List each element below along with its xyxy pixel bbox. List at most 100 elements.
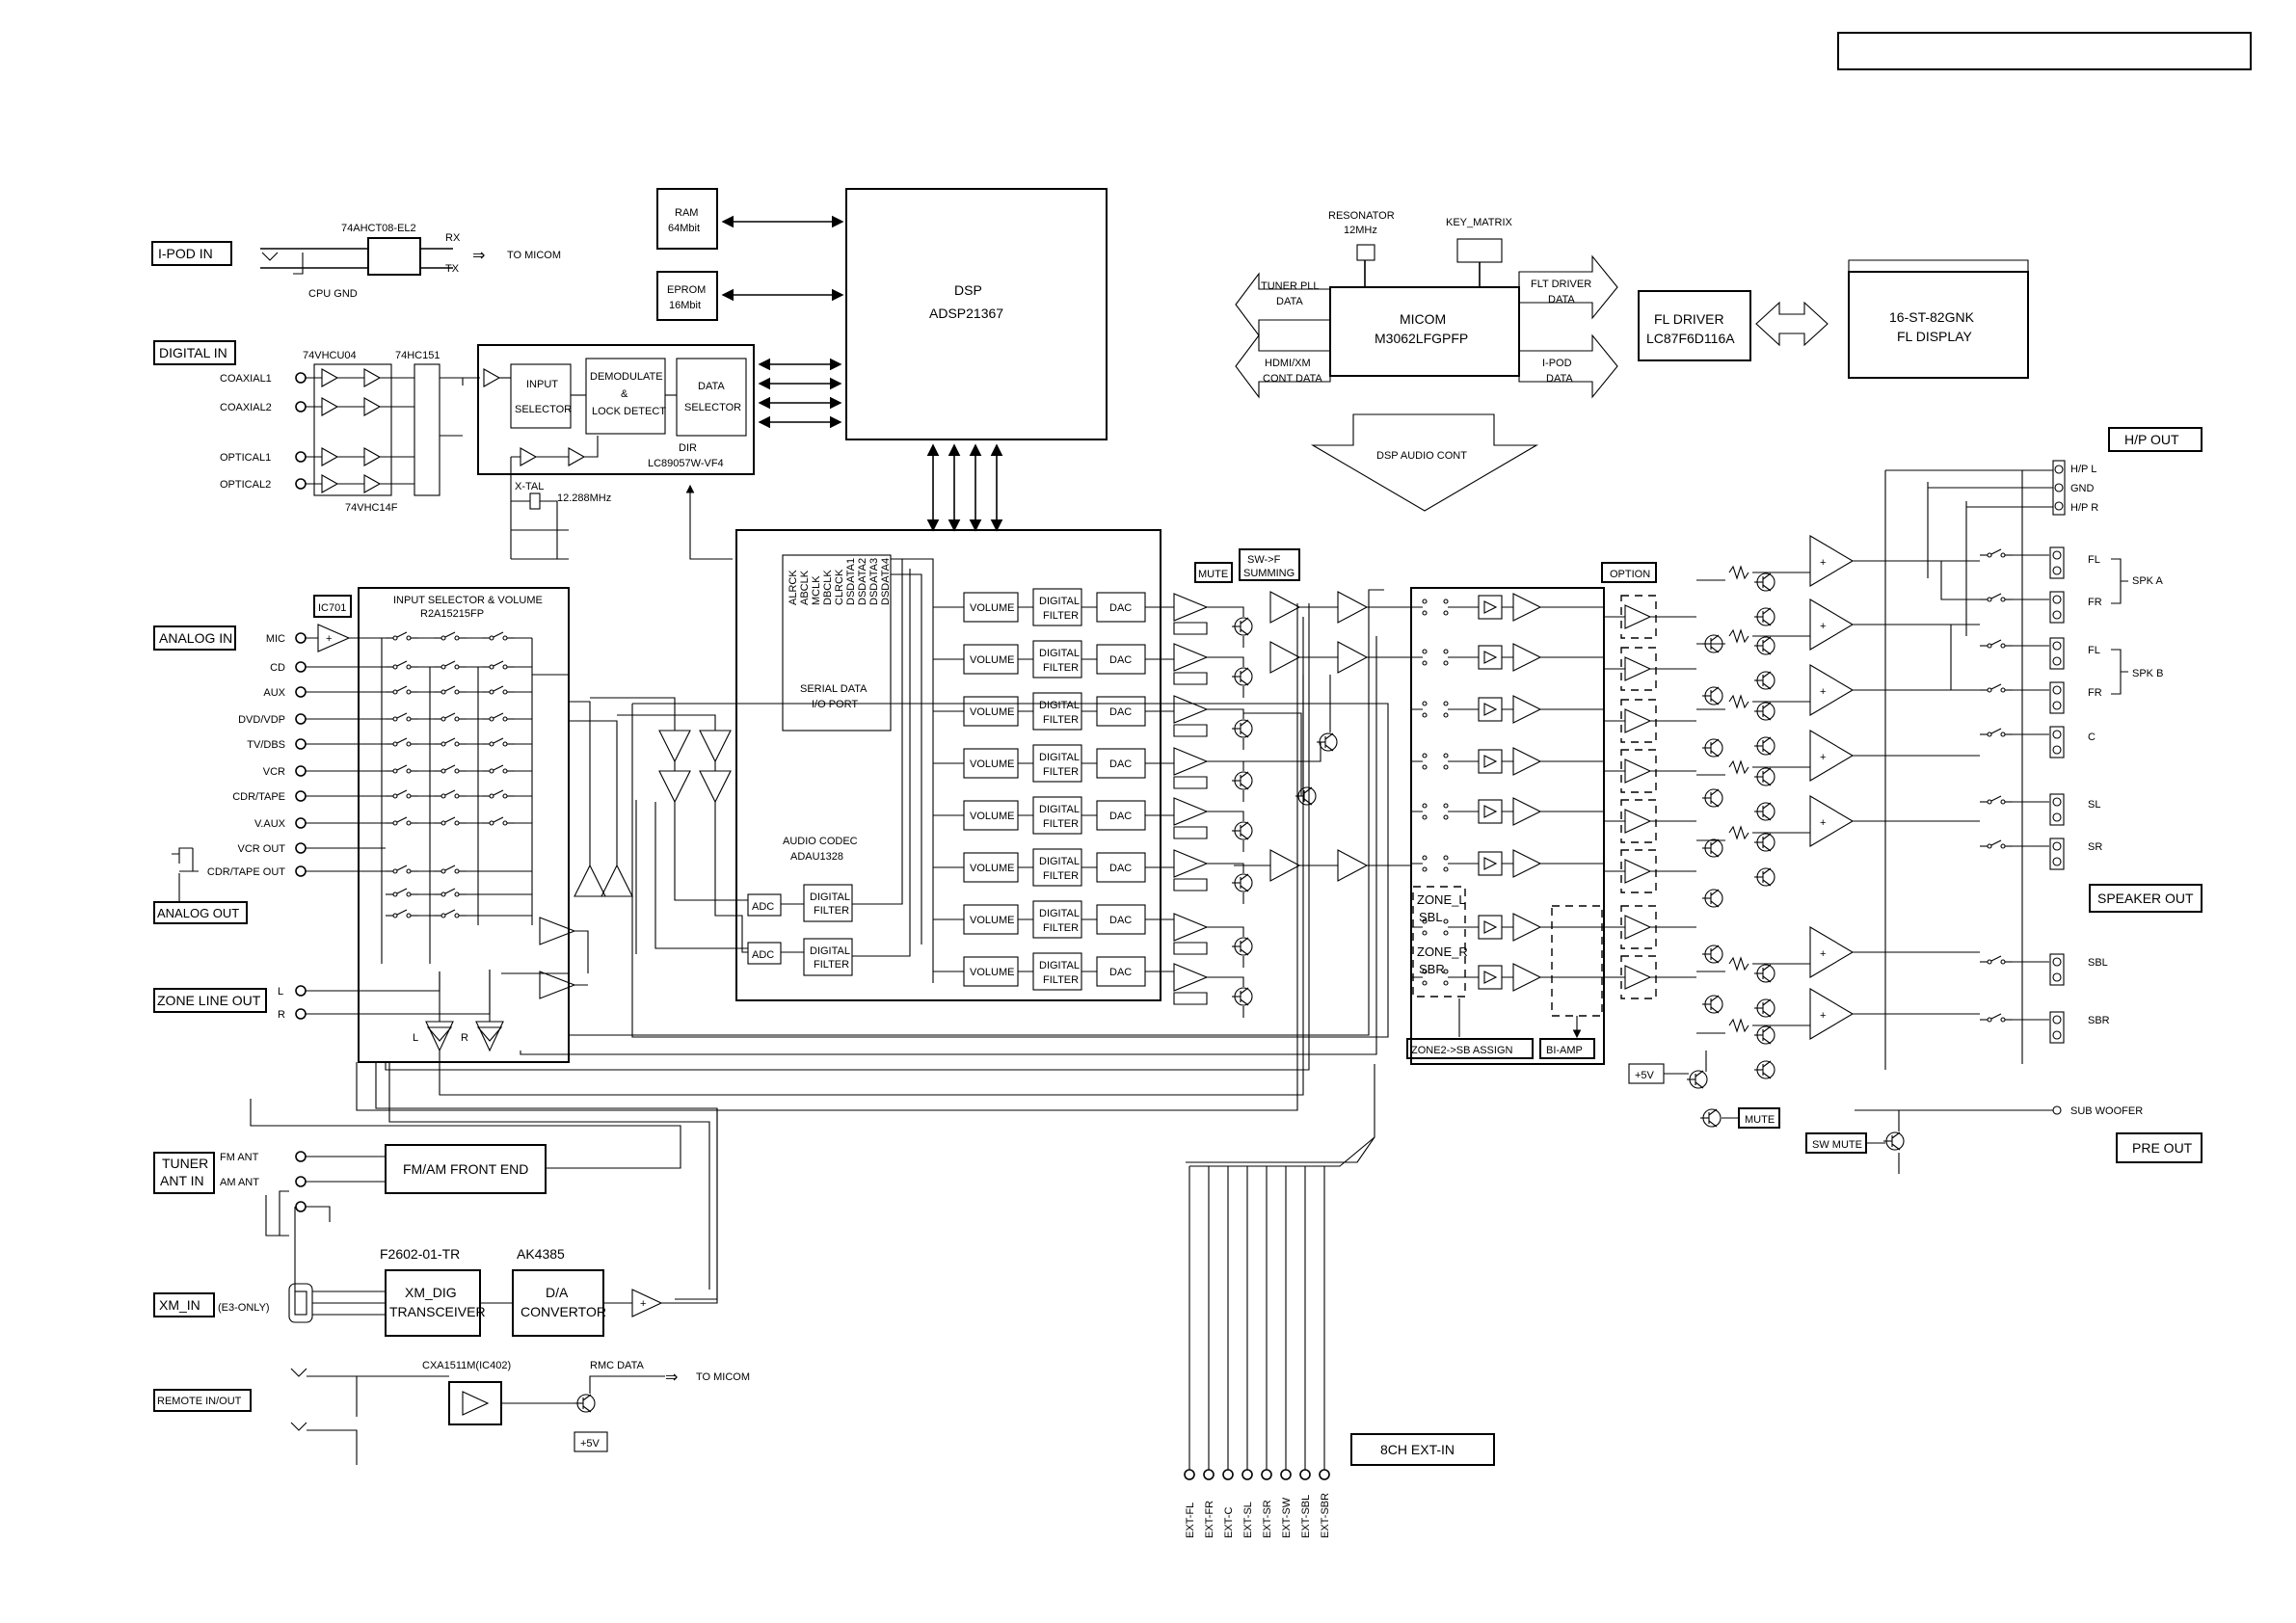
- adc-1: [747, 893, 782, 917]
- tuner-label-l2: ANT IN: [160, 1173, 204, 1188]
- zone2-sb-assign-box: [1406, 1038, 1534, 1059]
- xm-e3-only: (E3-ONLY): [218, 1302, 270, 1314]
- analog-input-jack-icon: [295, 661, 307, 673]
- analog-input-jack-icon: [295, 842, 307, 854]
- volume-label-4: VOLUME: [970, 811, 1014, 822]
- dsp-audio-cont-arrow: [1310, 413, 1539, 512]
- ipod-data-l1: I-POD: [1542, 358, 1572, 369]
- option-amp-6: [1624, 915, 1652, 940]
- input-selector-volume-chip: [358, 587, 570, 1063]
- tuner-pll-arrow: [1235, 272, 1331, 337]
- mute-label-box: [1194, 562, 1233, 583]
- ext-in-jack-icon: [1299, 1469, 1311, 1480]
- swf-l1: SW->F: [1247, 554, 1281, 566]
- zone-r-label: R: [278, 1009, 285, 1021]
- out-mute-box: [1738, 1107, 1780, 1129]
- df-label1-6: DIGITAL: [1039, 908, 1080, 919]
- option-amp-5: [1624, 859, 1652, 884]
- digital-in-section: DIGITAL IN 74VHCU04 74HC151 COAXIAL1 COA…: [153, 340, 755, 560]
- fr-a-label: FR: [2088, 597, 2102, 608]
- micom-chip: [1329, 286, 1520, 377]
- df-label2-2: FILTER: [1043, 714, 1079, 726]
- demodulate-block: [585, 358, 666, 435]
- ram-size: 64Mbit: [668, 223, 700, 234]
- dir-model: LC89057W-VF4: [648, 458, 724, 469]
- analog-input-label-2: AUX: [263, 687, 285, 699]
- tuner-label-box: [153, 1152, 215, 1194]
- ext-in-jack-icon: [1184, 1469, 1195, 1480]
- amp-r-label: R: [461, 1032, 468, 1044]
- fl-driver-label: FL DRIVER: [1654, 311, 1724, 327]
- ram-label: RAM: [675, 207, 698, 219]
- sig-mclk: MCLK: [811, 575, 822, 605]
- demod-l3: LOCK DETECT: [592, 406, 666, 417]
- dsp-chip: [845, 188, 1108, 440]
- ext-in-label-3: EXT-SL: [1242, 1502, 1254, 1538]
- coax2-label: COAXIAL2: [220, 402, 272, 413]
- sr-label: SR: [2088, 841, 2102, 853]
- rmc-data-label: RMC DATA: [590, 1360, 644, 1371]
- flt-driver-arrow: [1518, 254, 1618, 320]
- dac-label-7: DAC: [1109, 967, 1132, 978]
- df-label2-0: FILTER: [1043, 610, 1079, 622]
- swf-l2: SUMMING: [1243, 568, 1295, 579]
- fl-section: FL DRIVER LC87F6D116A 16-ST-82GNK FL DIS…: [1638, 259, 2029, 379]
- sig-dsdata1: DSDATA1: [845, 558, 857, 605]
- ext-in-label-0: EXT-FL: [1185, 1503, 1196, 1538]
- df-label1-5: DIGITAL: [1039, 856, 1080, 867]
- ext-in-label-1: EXT-FR: [1204, 1501, 1215, 1538]
- dac-label-6: DAC: [1109, 915, 1132, 926]
- analog-input-label-5: VCR: [263, 766, 285, 778]
- ext-in-label-box: [1350, 1433, 1495, 1466]
- title-box: [1837, 32, 2252, 70]
- option-label: OPTION: [1610, 569, 1650, 580]
- ext-in-label: 8CH EXT-IN: [1380, 1442, 1455, 1457]
- sig-abclk: ABCLK: [799, 570, 811, 605]
- xm-connector-icon: [288, 1283, 313, 1323]
- speaker-out-label-box: [2089, 884, 2203, 913]
- speaker-terminal-icon: [2049, 953, 2065, 986]
- chip-74vhc14f: 74VHC14F: [345, 502, 398, 514]
- zone-line-out-label: ZONE LINE OUT: [157, 993, 261, 1008]
- pre-out-label: PRE OUT: [2132, 1140, 2193, 1156]
- ipod-buffer-chip: [367, 237, 421, 276]
- amp-l-label: L: [413, 1032, 418, 1044]
- coax1-label: COAXIAL1: [220, 373, 272, 385]
- out-5v: +5V: [1635, 1070, 1655, 1081]
- analog-input-label-9: CDR/TAPE OUT: [207, 866, 285, 878]
- speaker-terminal-icon: [2049, 637, 2065, 670]
- ic701-box: [313, 595, 352, 618]
- df-label1-2: DIGITAL: [1039, 700, 1080, 711]
- adc-filter-1: [803, 884, 853, 922]
- output-section: H/P OUT H/P L GND H/P R FL FR SPK A FL F…: [1628, 427, 2203, 1174]
- opt1-label: OPTICAL1: [220, 452, 271, 464]
- serial-l2: I/O PORT: [812, 699, 858, 710]
- df-label2-3: FILTER: [1043, 766, 1079, 778]
- chip-74vhcu04: 74VHCU04: [303, 350, 357, 361]
- micom-model: M3062LFGPFP: [1375, 331, 1468, 346]
- zone-bi-amp-block: [1410, 587, 1605, 1065]
- dsp-section: RAM 64Mbit EPROM 16Mbit DSP ADSP21367: [656, 188, 1108, 532]
- df-label2-1: FILTER: [1043, 662, 1079, 674]
- tuner-pll-l2: DATA: [1276, 296, 1303, 307]
- analog-input-label-8: VCR OUT: [238, 843, 286, 855]
- df-label2-6: FILTER: [1043, 922, 1079, 934]
- flt-l2: DATA: [1548, 294, 1575, 306]
- am-ant-label: AM ANT: [220, 1177, 259, 1188]
- ipod-rx: RX: [445, 232, 461, 244]
- codec-channel-rows: VOLUMEDIGITALFILTERDACVOLUMEDIGITALFILTE…: [963, 588, 1174, 991]
- df-label1-1: DIGITAL: [1039, 648, 1080, 659]
- coax2-jack-icon: [295, 401, 307, 412]
- input-selector-l1: INPUT: [526, 379, 558, 390]
- mid-amp-5: [1173, 849, 1209, 878]
- remote-to-micom: TO MICOM: [696, 1371, 750, 1383]
- ext-in-label-2: EXT-C: [1223, 1507, 1235, 1538]
- zone-r-jack-icon: [295, 1008, 307, 1020]
- remote-arrow-icon: ⇒: [665, 1370, 678, 1386]
- mid-amp-4: [1173, 797, 1209, 826]
- ext-in-jack-icon: [1203, 1469, 1215, 1480]
- fl-display-model: 16-ST-82GNK: [1889, 309, 1975, 325]
- resonator-icon: [1356, 244, 1375, 261]
